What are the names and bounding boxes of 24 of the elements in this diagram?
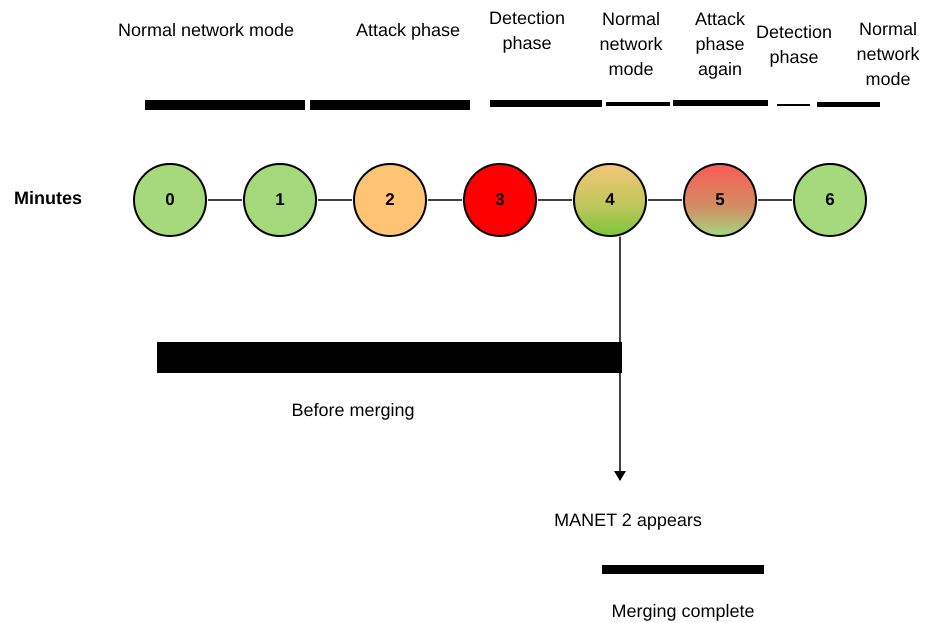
phase-label: Before merging <box>290 399 416 422</box>
minute-number: 1 <box>275 190 285 210</box>
connector-line <box>758 199 792 201</box>
connector-line <box>318 199 352 201</box>
phase-label: Normal network mode <box>116 19 296 42</box>
connector-line <box>538 199 572 201</box>
phase-label: Detection phase <box>488 7 566 55</box>
phase-label: Detection phase <box>754 21 834 69</box>
minute-number: 3 <box>495 190 505 210</box>
minute-number: 2 <box>385 190 395 210</box>
event-label: MANET 2 appears <box>528 480 728 533</box>
phase-label: Normal network mode <box>598 8 664 81</box>
connector-line <box>648 199 682 201</box>
phase-label: Attack phase <box>354 19 462 42</box>
minute-number: 5 <box>715 190 725 210</box>
connector-line <box>208 199 242 201</box>
connector-line <box>428 199 462 201</box>
phase-label: Normal network mode <box>855 18 921 91</box>
minute-number: 4 <box>605 190 615 210</box>
minute-number: 6 <box>825 190 835 210</box>
phase-label: Attack phase again <box>694 8 746 81</box>
minute-number: 0 <box>165 190 175 210</box>
phase-label: Merging complete <box>610 600 756 623</box>
axis-label: Minutes <box>14 187 82 210</box>
